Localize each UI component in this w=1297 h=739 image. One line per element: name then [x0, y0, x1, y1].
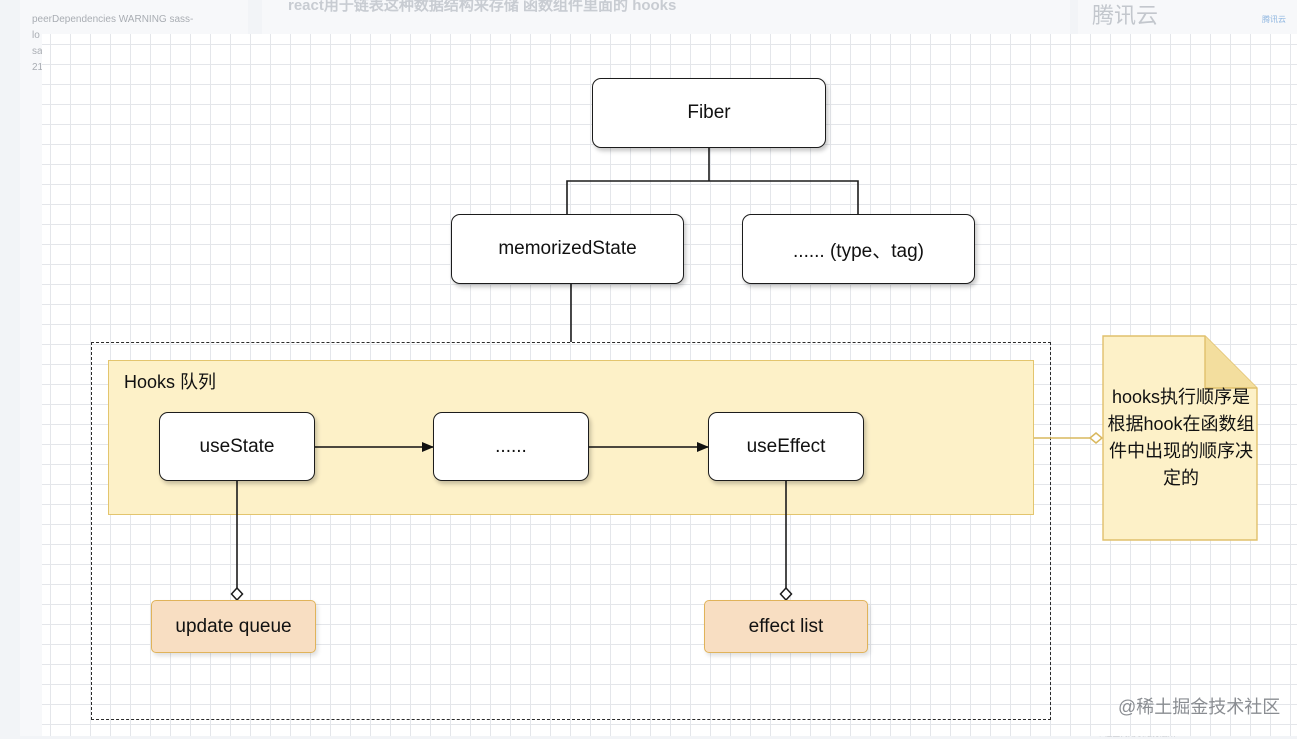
background-article-title: react用于链表这种数据结构来存储 函数组件里面的 hooks: [288, 0, 677, 14]
background-sidebar-line: 21: [32, 62, 44, 73]
watermark: @稀土掘金技术社区: [1118, 697, 1281, 717]
background-sidebar-line: peerDependencies WARNING sass-: [32, 14, 194, 25]
background-sidebar-line: lo: [32, 30, 40, 41]
background-sidebar-line: sa: [32, 46, 43, 57]
node-use-state: useState: [159, 412, 315, 481]
note-text: hooks执行顺序是根据hook在函数组件中出现的顺序决定的: [1107, 387, 1255, 488]
node-memorized-state: memorizedState: [451, 214, 684, 284]
background-sidebar-text: peerDependencies WARNING sass- lo sa 21: [32, 12, 232, 76]
background-brand-text: 腾讯云: [1092, 3, 1159, 28]
node-hooks-ellipsis: ......: [433, 412, 589, 481]
background-brand-small: 腾讯云: [1262, 15, 1286, 24]
node-effect-list: effect list: [704, 600, 868, 653]
node-use-effect: useEffect: [708, 412, 864, 481]
node-fiber: Fiber: [592, 78, 826, 148]
hooks-container-dashed: [91, 342, 1051, 720]
hooks-queue-label: Hooks 队列: [124, 372, 217, 392]
node-other-props: ...... (type、tag): [742, 214, 975, 284]
node-update-queue: update queue: [151, 600, 316, 653]
background-article-header: [262, 0, 1070, 34]
background-right-panel: [1078, 0, 1297, 34]
